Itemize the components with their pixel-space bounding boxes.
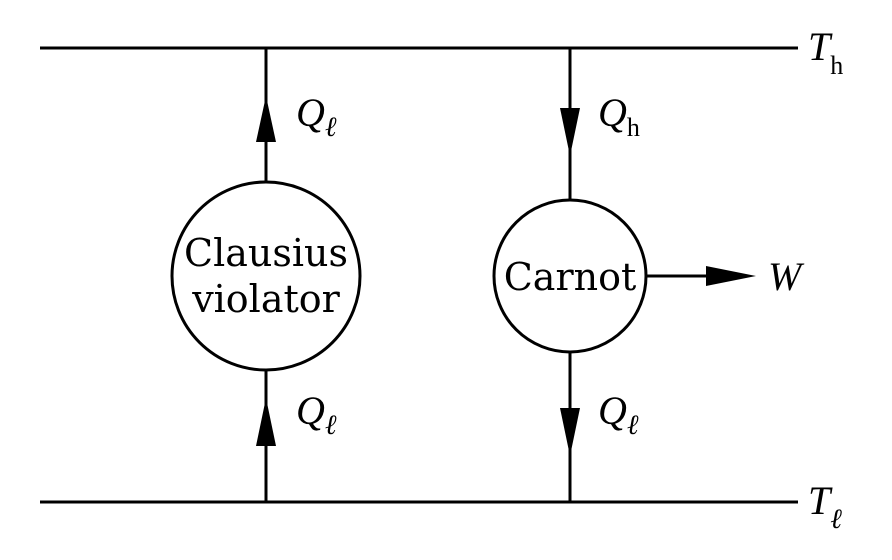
hot-reservoir-label: Th	[808, 24, 843, 80]
clausius-violator-circle	[170, 180, 362, 372]
carnot-top-flow-label: Qh	[598, 90, 640, 142]
work-output-arrowhead	[706, 266, 756, 286]
carnot-top-flow-subscript: h	[627, 113, 640, 142]
clausius-bottom-flow-subscript: ℓ	[325, 410, 337, 441]
carnot-bottom-flow-label: Qℓ	[598, 388, 639, 441]
clausius-bottom-flow-symbol: Q	[296, 388, 325, 433]
cold-reservoir-subscript: ℓ	[830, 504, 842, 535]
clausius-top-flow-symbol: Q	[296, 90, 325, 135]
clausius-top-flow-subscript: ℓ	[325, 112, 337, 143]
clausius-label-line1: Clausius	[184, 231, 348, 275]
clausius-top-flow-label: Qℓ	[296, 90, 337, 143]
carnot-bottom-flow-subscript: ℓ	[627, 410, 639, 441]
clausius-label-line2: violator	[191, 277, 340, 321]
hot-reservoir-subscript: h	[830, 51, 843, 80]
carnot-label: Carnot	[504, 255, 637, 299]
carnot-bottom-arrowhead	[560, 408, 580, 456]
clausius-bottom-flow-label: Qℓ	[296, 388, 337, 441]
hot-reservoir-symbol: T	[808, 24, 833, 69]
carnot-bottom-flow-symbol: Q	[598, 388, 627, 433]
work-output-label: W	[768, 254, 805, 299]
carnot-top-arrowhead	[560, 108, 580, 156]
cold-reservoir-label: Tℓ	[808, 478, 842, 535]
clausius-bottom-arrowhead	[256, 398, 276, 446]
cold-reservoir-symbol: T	[808, 478, 833, 523]
carnot-top-flow-symbol: Q	[598, 90, 627, 135]
clausius-top-arrowhead	[256, 96, 276, 142]
